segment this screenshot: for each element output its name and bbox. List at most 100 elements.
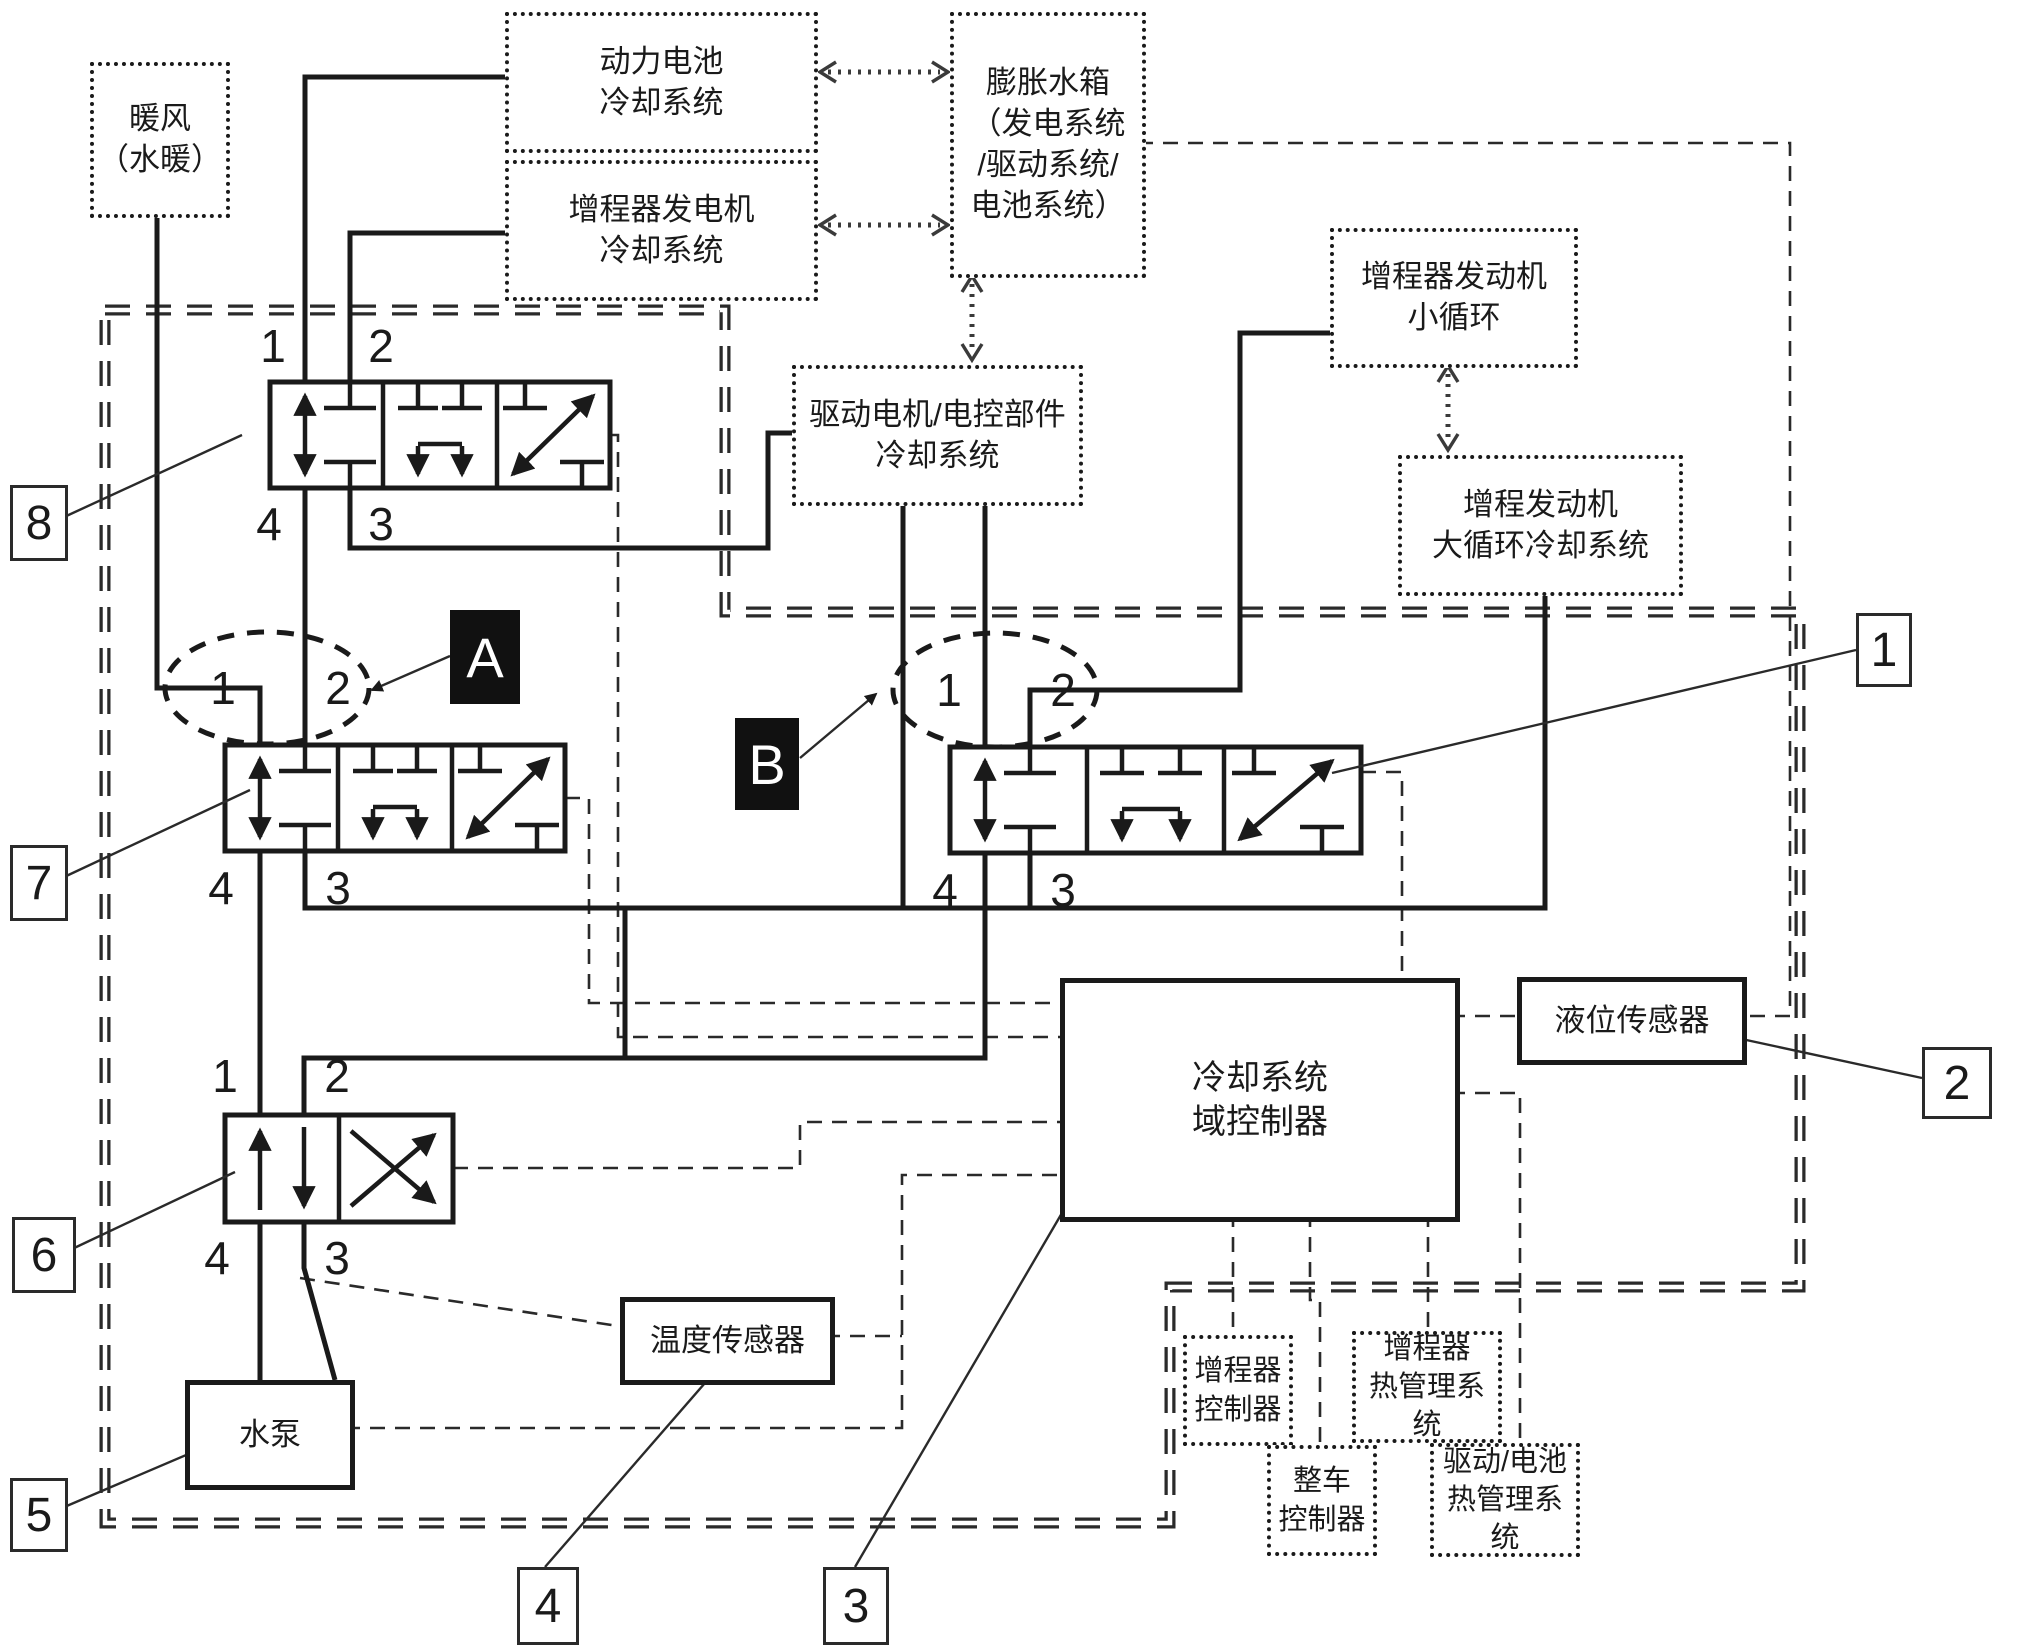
valve8-port1-to-battery [302, 74, 505, 382]
expansion-tank-label: 膨胀水箱 [986, 65, 1110, 101]
re-tms-label2: 热管理系统 [1368, 1370, 1485, 1442]
temp-sensor-box: 温度传感器 [620, 1297, 835, 1385]
domain-controller-label: 冷却系统 [1192, 1058, 1328, 1097]
valve6-port4-label: 4 [204, 1232, 230, 1284]
system-boundary [99, 304, 1806, 1529]
region-b-tag: B [735, 718, 799, 810]
engine-small-loop-label2: 小循环 [1407, 300, 1501, 335]
valve8-port4-label: 4 [256, 498, 282, 550]
callout-6: 6 [12, 1217, 76, 1293]
re-controller-label: 增程器 [1194, 1355, 1282, 1388]
leader-8 [61, 433, 243, 520]
pump-control-dashed [345, 1173, 1060, 1430]
valve7-port4-label: 4 [208, 862, 234, 914]
coolant-pipes [154, 74, 1548, 1382]
valve6-port1-label: 1 [212, 1050, 238, 1102]
vehicle-controller-label2: 控制器 [1278, 1503, 1366, 1536]
leader-1 [1331, 648, 1857, 775]
valve-6-symbol [222, 1112, 456, 1225]
generator-cooling-box: 增程器发电机 冷却系统 [505, 160, 818, 301]
domain-controller-box: 冷却系统 域控制器 [1060, 978, 1460, 1222]
engine-big-loop-label: 增程发动机 [1463, 486, 1618, 522]
leader-4 [544, 1367, 719, 1568]
battery-cooling-label2: 冷却系统 [599, 84, 724, 120]
re-tms-box: 增程器 热管理系统 [1352, 1331, 1502, 1443]
callout-3: 3 [823, 1567, 889, 1645]
valve7-port3-label: 3 [325, 862, 351, 914]
valve6-port3-label: 3 [324, 1232, 350, 1284]
valve-7-symbol [222, 742, 568, 854]
valve1-port2-label: 2 [1050, 664, 1076, 716]
battery-cooling-label: 动力电池 [599, 43, 724, 79]
warm-air-label: 暖风 [129, 101, 191, 137]
temp-sense-probe-dashed [299, 1276, 619, 1328]
vehicle-controller-box: 整车 控制器 [1267, 1445, 1377, 1556]
leader-3 [853, 1147, 1102, 1568]
water-pump-box: 水泵 [185, 1380, 355, 1490]
valve8-port3-label: 3 [368, 498, 394, 550]
leader-a-arrow [370, 654, 451, 692]
expansion-tank-label2: （发电系统 [970, 106, 1126, 142]
valve8-port1-label: 1 [260, 320, 286, 372]
callout-4: 4 [517, 1567, 579, 1645]
valve1-port3-label: 3 [1050, 864, 1076, 916]
ctrl-to-drive-tms-dashed [1450, 1091, 1522, 1443]
generator-cooling-label: 增程器发电机 [568, 191, 755, 227]
valve-1-symbol [947, 744, 1364, 856]
callout-7: 7 [10, 845, 68, 921]
valve6-pilot-dashed [453, 1120, 1060, 1170]
temp-sensor-label: 温度传感器 [650, 1322, 805, 1358]
valve6-port2-label: 2 [324, 1050, 350, 1102]
re-controller-label2: 控制器 [1194, 1393, 1282, 1426]
engine-big-loop-box: 增程发动机 大循环冷却系统 [1398, 455, 1683, 596]
return-manifold-to-big-loop [302, 588, 1548, 911]
warm-air-pipe [154, 212, 263, 745]
re-controller-box: 增程器 控制器 [1183, 1335, 1293, 1446]
callout-1: 1 [1856, 613, 1912, 687]
valve7-pilot-dashed [565, 796, 1060, 1005]
vehicle-controller-label: 整车 [1292, 1465, 1351, 1498]
warm-air-label2: （水暖） [98, 142, 222, 177]
battery-cooling-box: 动力电池 冷却系统 [505, 12, 818, 153]
warm-air-box: 暖风 （水暖） [90, 62, 230, 218]
level-sensor-label: 液位传感器 [1554, 1002, 1710, 1038]
valve7-port1-label: 1 [210, 662, 236, 714]
engine-small-loop-label: 增程器发动机 [1361, 259, 1547, 295]
callout-5: 5 [10, 1478, 68, 1552]
re-tms-label: 增程器 [1383, 1332, 1471, 1365]
valve1-pilot-dashed [1361, 770, 1404, 978]
valve7-port2-label: 2 [325, 662, 351, 714]
dotted-flow-arrows [828, 69, 1451, 442]
generator-cooling-label2: 冷却系统 [599, 232, 724, 268]
valve1-port4-label: 4 [932, 864, 958, 916]
drive-motor-cooling-box: 驱动电机/电控部件 冷却系统 [792, 365, 1083, 506]
valve8-pilot-dashed [610, 433, 1060, 1039]
signal-lines [299, 141, 1792, 1445]
domain-controller-label2: 域控制器 [1192, 1103, 1328, 1141]
valve8-port3-to-drive-cooling [347, 430, 792, 551]
region-a-tag: A [450, 610, 520, 704]
level-sensor-box: 液位传感器 [1517, 977, 1747, 1065]
drive-motor-cooling-label: 驱动电机/电控部件 [809, 396, 1066, 432]
valve1-port4-to-valve6-port2 [301, 855, 988, 1115]
callout-8: 8 [10, 485, 68, 561]
drive-tms-label2: 热管理系统 [1446, 1483, 1563, 1555]
valve1-port2-to-small-loop [1027, 330, 1330, 747]
ctrl-to-vehicle-controller-dashed [1308, 1212, 1322, 1445]
callout-2: 2 [1922, 1047, 1992, 1119]
drive-motor-cooling-label2: 冷却系统 [875, 437, 1000, 473]
engine-big-loop-label2: 大循环冷却系统 [1432, 527, 1649, 563]
tank-to-level-sensor-dashed [1138, 141, 1792, 1018]
valve8-port2-label: 2 [368, 320, 394, 372]
expansion-tank-box: 膨胀水箱 （发电系统 /驱动系统/ 电池系统） [950, 12, 1146, 278]
dotted-arrowheads [816, 60, 1460, 454]
water-pump-label: 水泵 [239, 1416, 301, 1452]
leader-6 [69, 1170, 236, 1252]
drive-tms-box: 驱动/电池 热管理系统 [1430, 1443, 1580, 1557]
valve8-port2-to-generator [347, 230, 505, 382]
leader-7 [61, 788, 251, 880]
valve-8-symbol [267, 379, 613, 491]
engine-small-loop-box: 增程器发动机 小循环 [1330, 228, 1578, 368]
expansion-tank-label4: 电池系统） [970, 187, 1126, 223]
